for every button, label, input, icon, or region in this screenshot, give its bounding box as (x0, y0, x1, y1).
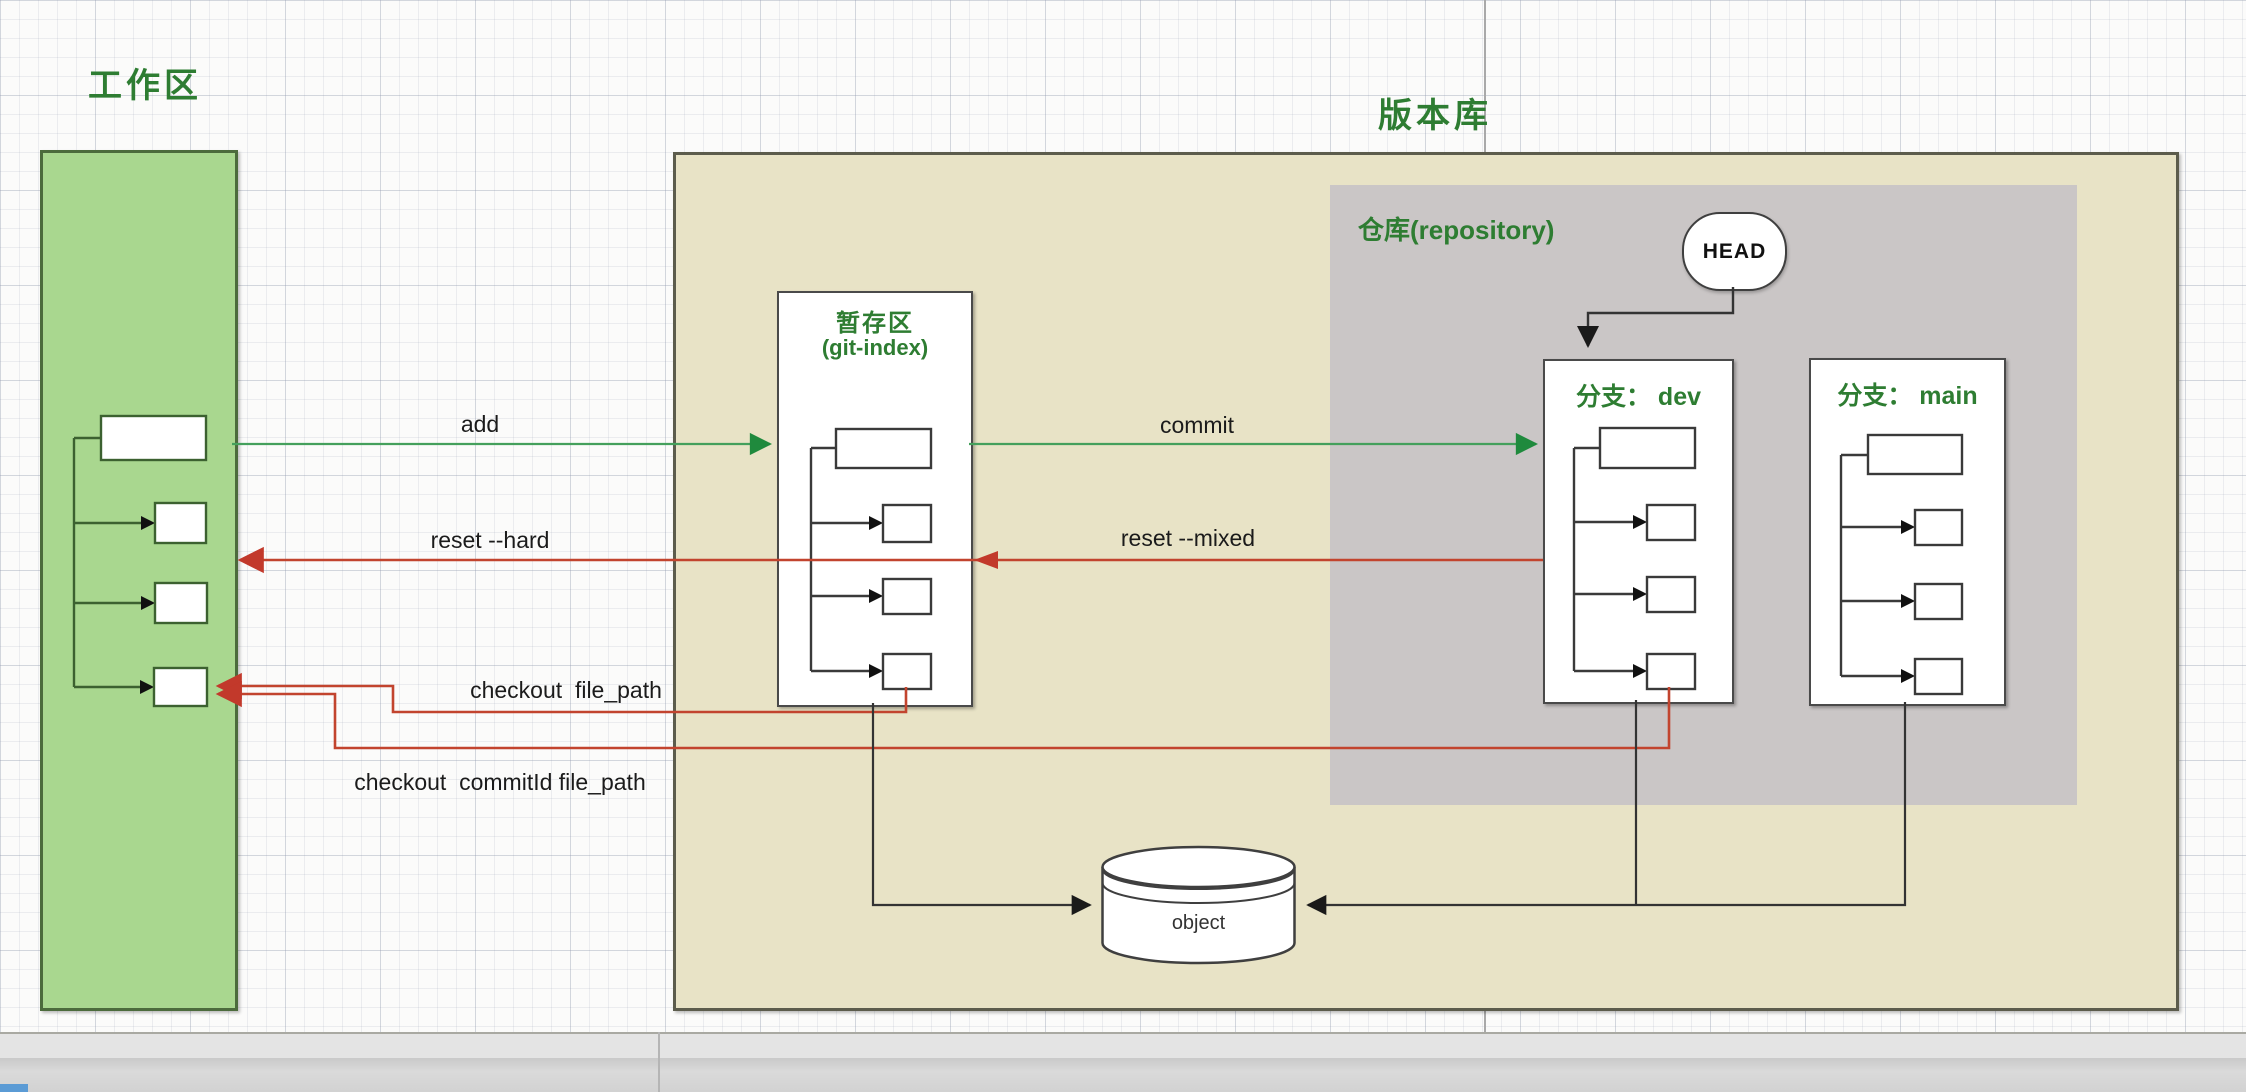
page-boundary-line-top (1484, 0, 1486, 152)
branch-dev-box: 分支： dev (1543, 359, 1734, 704)
head-node: HEAD (1682, 212, 1787, 291)
workspace-title: 工作区 (88, 67, 202, 105)
branch-main-label: 分支： main (1837, 382, 1978, 410)
workspace-box (40, 150, 238, 1011)
branch-dev-file-tree (1572, 426, 1697, 691)
inner-repository-label: 仓库(repository) (1358, 215, 1555, 245)
staging-label: 暂存区 (836, 310, 914, 337)
page-boundary-line-bottom (1484, 1005, 1486, 1032)
window-bottom-band (0, 1058, 2246, 1092)
bottom-band-divider (658, 1032, 660, 1092)
head-label: HEAD (1702, 239, 1767, 263)
reset-mixed-label: reset --mixed (1120, 525, 1256, 551)
commit-label: commit (1159, 412, 1235, 438)
branch-main-file-tree (1839, 433, 1964, 696)
branch-dev-label: 分支： dev (1575, 383, 1702, 411)
reset-hard-label: reset --hard (430, 527, 550, 553)
object-database-cylinder (1101, 845, 1296, 965)
staging-area-box: 暂存区 (git-index) (777, 291, 973, 707)
canvas-bottom-band (0, 1032, 2246, 1060)
checkout-file-path-label: checkout file_path (470, 677, 662, 703)
repository-title: 版本库 (1378, 97, 1492, 135)
object-label: object (1171, 912, 1226, 934)
add-label: add (460, 411, 500, 437)
bottom-left-blue-fragment (0, 1084, 28, 1092)
staging-file-tree (809, 427, 933, 691)
branch-main-box: 分支： main (1809, 358, 2006, 706)
checkout-commitid-label: checkout commitId file_path (354, 769, 646, 795)
workspace-file-tree (72, 414, 209, 708)
staging-sublabel: (git-index) (821, 335, 929, 360)
